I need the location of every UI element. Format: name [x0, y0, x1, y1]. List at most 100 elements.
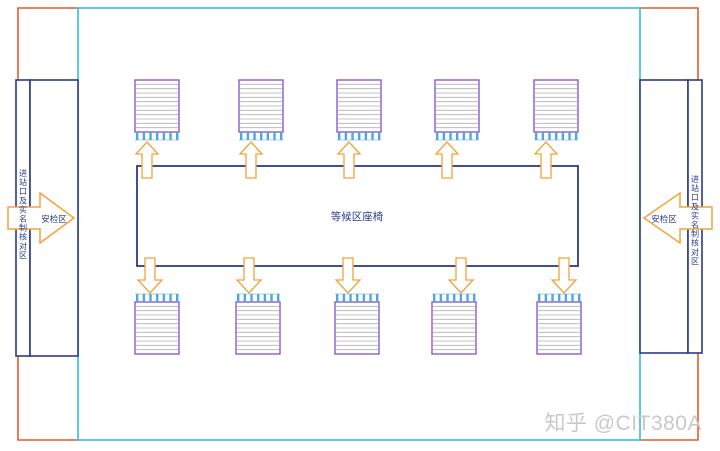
arrow-down-icon — [136, 257, 164, 294]
turnstile — [176, 132, 179, 140]
turnstile — [371, 132, 374, 140]
turnstile — [535, 132, 538, 140]
entrance-label-char: 站 — [19, 177, 27, 187]
entrance-label-char: 及 — [691, 202, 699, 211]
turnstile — [243, 294, 247, 302]
waiting-seats — [136, 165, 579, 267]
turnstile — [342, 294, 346, 302]
turnstile — [433, 294, 436, 302]
turnstile — [136, 132, 139, 140]
turnstile — [250, 294, 253, 302]
entrance-label-char: 实 — [19, 204, 27, 214]
turnstile — [551, 294, 554, 302]
turnstile — [338, 132, 341, 140]
entrance-label-char: 对 — [19, 241, 27, 251]
turnstile — [364, 132, 368, 140]
turnstile — [358, 132, 361, 140]
turnstile — [169, 294, 172, 302]
turnstile — [253, 132, 256, 140]
turnstile — [439, 294, 443, 302]
entrance-label-char: 区 — [691, 257, 699, 266]
turnstile — [260, 132, 263, 140]
entrance-label-char: 进 — [691, 175, 699, 184]
turnstile — [149, 294, 152, 302]
entrance-label-char: 进 — [19, 169, 27, 178]
turnstile — [362, 294, 366, 302]
turnstile — [142, 294, 146, 302]
turnstile — [266, 132, 270, 140]
turnstile — [561, 132, 565, 140]
turnstile — [466, 294, 469, 302]
turnstile — [142, 132, 146, 140]
turnstile — [568, 132, 571, 140]
turnstile — [456, 132, 459, 140]
turnstile — [378, 132, 381, 140]
turnstile — [564, 294, 568, 302]
entrance-label-char: 站 — [691, 183, 699, 193]
watermark: 知乎 @CIT380A — [544, 412, 702, 435]
turnstile — [575, 132, 578, 140]
turnstile — [156, 132, 159, 140]
entrance-label-char: 口 — [691, 193, 699, 202]
turnstile — [169, 132, 172, 140]
turnstile — [176, 294, 179, 302]
waiting-area-label: 等候区座椅 — [331, 210, 384, 223]
turnstile — [246, 132, 250, 140]
turnstile — [453, 294, 456, 302]
arrow-down-icon — [550, 257, 578, 294]
turnstile — [162, 294, 166, 302]
turnstile — [280, 132, 283, 140]
arrow-up-icon — [134, 141, 160, 179]
arrow-up-icon — [533, 141, 559, 179]
entrance-label-char: 口 — [19, 187, 27, 196]
turnstile — [544, 294, 548, 302]
turnstile — [459, 294, 463, 302]
turnstile — [240, 132, 243, 140]
turnstile — [541, 132, 545, 140]
turnstile — [336, 294, 339, 302]
turnstile — [442, 132, 446, 140]
arrow-up-icon — [434, 141, 460, 179]
turnstile — [476, 132, 479, 140]
turnstile — [156, 294, 159, 302]
turnstile — [237, 294, 240, 302]
entrance-label-char: 核 — [691, 238, 699, 248]
entrance-label-char: 制 — [19, 223, 27, 233]
entrance-label-char: 核 — [19, 232, 27, 242]
turnstile — [473, 294, 476, 302]
turnstile — [369, 294, 372, 302]
arrow-up-icon — [238, 141, 264, 179]
turnstile — [469, 132, 472, 140]
turnstile — [578, 294, 581, 302]
entrance-label-char: 名 — [691, 220, 699, 230]
turnstile — [449, 132, 452, 140]
turnstile — [571, 294, 574, 302]
turnstile — [273, 132, 276, 140]
turnstile — [344, 132, 348, 140]
security-label-left: 安检区 — [41, 214, 67, 225]
entrance-label-char: 制 — [691, 229, 699, 239]
turnstile — [149, 132, 152, 140]
arrow-down-icon — [447, 257, 475, 294]
arrow-up-icon — [336, 141, 362, 179]
turnstile — [136, 294, 139, 302]
turnstile — [277, 294, 280, 302]
entrance-label-char: 名 — [19, 214, 27, 224]
turnstile — [446, 294, 449, 302]
turnstile — [162, 132, 166, 140]
entrance-label-char: 实 — [691, 210, 699, 220]
turnstile — [538, 294, 541, 302]
turnstile — [555, 132, 558, 140]
turnstile — [356, 294, 359, 302]
turnstile — [462, 132, 466, 140]
turnstile — [270, 294, 273, 302]
turnstile — [436, 132, 439, 140]
security-label-right: 安检区 — [651, 214, 677, 225]
turnstile — [351, 132, 354, 140]
arrow-down-icon — [334, 257, 362, 294]
entrance-label-char: 对 — [691, 247, 699, 257]
turnstile — [263, 294, 267, 302]
entrance-label-char: 及 — [19, 196, 27, 205]
